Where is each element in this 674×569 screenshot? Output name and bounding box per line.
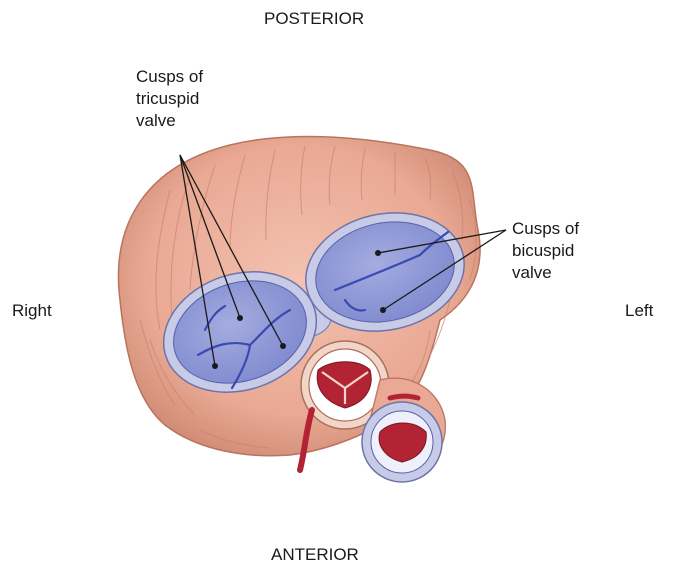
label-posterior: POSTERIOR <box>264 8 364 30</box>
callout-tricuspid-line-1: Cusps of <box>136 66 203 88</box>
callout-bicuspid-cusps: Cusps of bicuspid valve <box>512 218 579 284</box>
callout-bicuspid-line-3: valve <box>512 262 579 284</box>
label-left: Left <box>625 300 653 322</box>
callout-tricuspid-line-3: valve <box>136 110 203 132</box>
callout-tricuspid-line-2: tricuspid <box>136 88 203 110</box>
callout-tricuspid-cusps: Cusps of tricuspid valve <box>136 66 203 132</box>
label-right: Right <box>12 300 52 322</box>
coronary-vessel-left <box>390 396 418 398</box>
callout-bicuspid-line-2: bicuspid <box>512 240 579 262</box>
label-anterior: ANTERIOR <box>271 544 359 566</box>
callout-bicuspid-line-1: Cusps of <box>512 218 579 240</box>
